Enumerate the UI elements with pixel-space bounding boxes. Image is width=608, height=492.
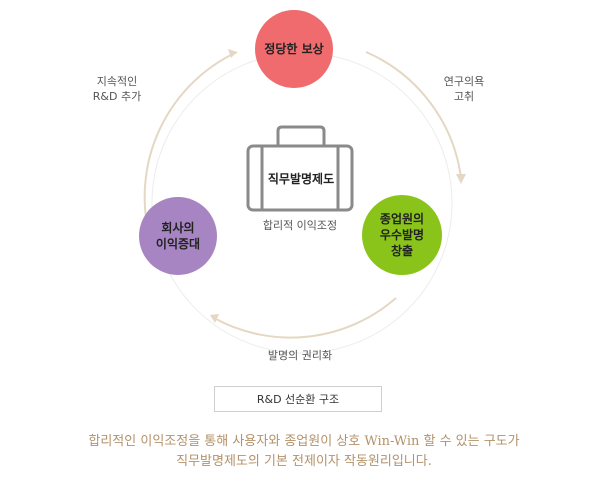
arc-top-to-right <box>365 51 462 179</box>
label-invention-rights: 발명의 권리화 <box>267 349 333 362</box>
briefcase-icon <box>246 125 354 212</box>
node-company-profit: 회사의 이익증대 <box>139 197 217 275</box>
arrowhead-top-to-right <box>456 174 466 184</box>
node-fair-compensation: 정당한 보상 <box>255 10 333 88</box>
caption-line-1: 합리적인 이익조정을 통해 사용자와 종업원이 상호 Win-Win 할 수 있… <box>88 434 520 449</box>
caption: 합리적인 이익조정을 통해 사용자와 종업원이 상호 Win-Win 할 수 있… <box>0 432 608 472</box>
node-employee-invention: 종업원의 우수발명 창출 <box>362 195 442 275</box>
arrowhead-right-to-left <box>210 314 219 323</box>
label-research-motivation: 연구의욕 고취 <box>443 75 485 103</box>
label-continuous-rd: 지속적인 R&D 추가 <box>92 75 142 103</box>
center-subtitle: 합리적 이익조정 <box>262 219 338 232</box>
rd-cycle-box: R&D 선순환 구조 <box>214 386 382 412</box>
center-title: 직무발명제도 <box>267 172 335 186</box>
caption-line-2: 직무발명제도의 기본 전제이자 작동원리입니다. <box>176 454 432 469</box>
arc-right-to-left <box>213 297 397 339</box>
arrowhead-left-to-top <box>228 49 237 58</box>
arc-left-to-top <box>143 51 238 239</box>
rd-cycle-box-label: R&D 선순환 구조 <box>256 393 340 406</box>
